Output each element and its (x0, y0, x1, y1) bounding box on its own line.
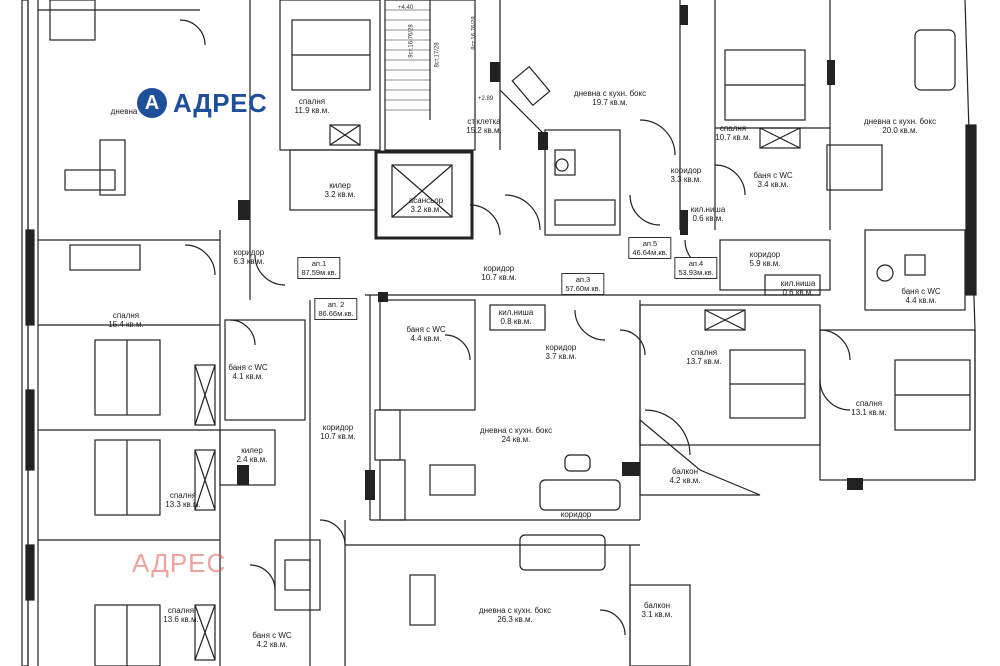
brand-logo: А АДРЕС (137, 86, 267, 120)
level-mark: +2.89 (478, 96, 494, 102)
logo-text: АДРЕС (173, 87, 268, 118)
room-label: дневна (110, 107, 138, 116)
level-mark: +4.40 (398, 5, 414, 11)
stair-note: 8ст.17/28 (434, 42, 441, 68)
room-label: коридор (560, 510, 592, 519)
stair-note: 9ст.16.76/28 (408, 24, 415, 58)
stair-note: 8ст.16.76/28 (471, 16, 478, 50)
watermark: АДРЕС (132, 548, 227, 578)
logo-circle-icon: А (137, 88, 167, 118)
